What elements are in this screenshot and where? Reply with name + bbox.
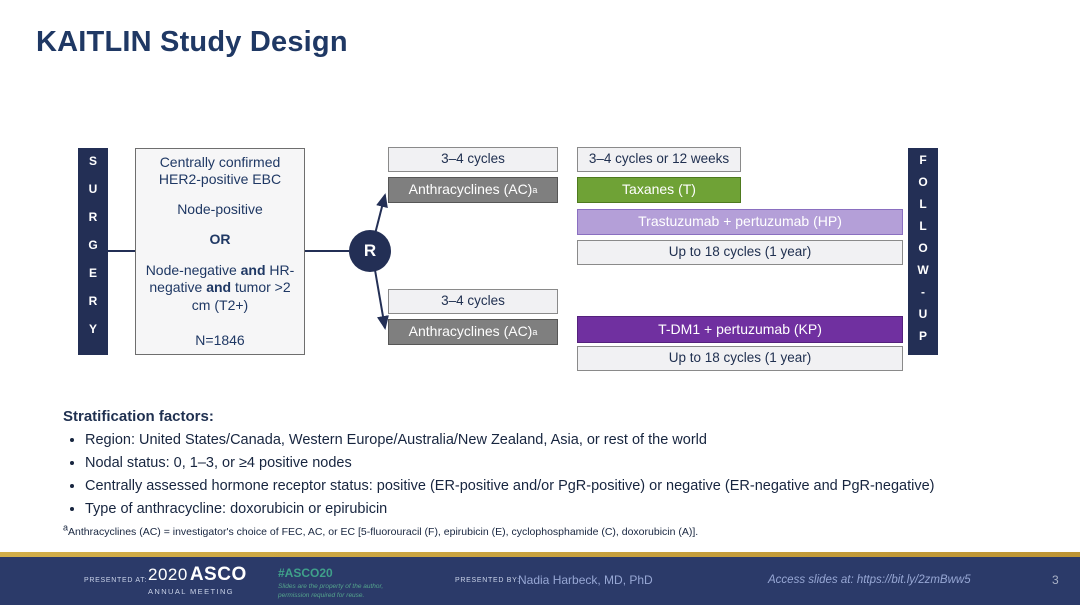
bottom-arm-anthracyclines-box: Anthracyclines (AC)a — [388, 319, 558, 345]
access-slides-link[interactable]: Access slides at: https://bit.ly/2zmBww5 — [768, 574, 971, 586]
stratification-bullet-nodal-status: Nodal status: 0, 1–3, or ≥4 positive nod… — [85, 455, 1058, 471]
stratification-bullet-region: Region: United States/Canada, Western Eu… — [85, 432, 1058, 448]
criteria-confirmed: Centrally confirmed HER2-positive EBC — [158, 153, 282, 188]
page-number: 3 — [1052, 573, 1059, 587]
hashtag-block: #ASCO20 Slides are the property of the a… — [278, 566, 383, 601]
kp-treatment-box: T-DM1 + pertuzumab (KP) — [577, 316, 903, 343]
taxanes-box: Taxanes (T) — [577, 177, 741, 203]
bottom-arm-cycles-box: 3–4 cycles — [388, 289, 558, 314]
presenter-name: Nadia Harbeck, MD, PhD — [518, 573, 653, 587]
hp-treatment-box: Trastuzumab + pertuzumab (HP) — [577, 209, 903, 235]
randomization-to-top-arm-arrow — [374, 193, 388, 235]
criteria-node-negative: Node-negative and HR-negative and tumor … — [145, 261, 295, 313]
followup-bar: FOLLOW-UP — [908, 148, 938, 355]
page-title: KAITLIN Study Design — [36, 26, 348, 58]
stratification-bullet-anthracycline-type: Type of anthracycline: doxorubicin or ep… — [85, 501, 1058, 517]
asco-logo-year: 2020 — [148, 565, 188, 584]
enrollment-count: N=1846 — [195, 332, 245, 348]
hp-cycles-box: Up to 18 cycles (1 year) — [577, 240, 903, 265]
stratification-section: Stratification factors: Region: United S… — [63, 408, 1058, 524]
footer-bar: PRESENTED AT: 2020 ASCO ANNUAL MEETING #… — [0, 557, 1080, 605]
patient-criteria-box: Centrally confirmed HER2-positive EBC No… — [135, 148, 305, 355]
asco-logo-subtitle: ANNUAL MEETING — [148, 587, 234, 596]
slides-disclaimer: Slides are the property of the author, p… — [278, 583, 384, 599]
presented-by-label: PRESENTED BY: — [455, 577, 520, 584]
taxanes-cycles-box: 3–4 cycles or 12 weeks — [577, 147, 741, 172]
hashtag-label: #ASCO20 — [278, 566, 333, 580]
top-arm-cycles-box: 3–4 cycles — [388, 147, 558, 172]
asco-logo: 2020 ASCO ANNUAL MEETING — [148, 564, 247, 596]
criteria-node-positive: Node-positive — [177, 200, 263, 217]
kp-cycles-box: Up to 18 cycles (1 year) — [577, 346, 903, 371]
criteria-or: OR — [209, 231, 231, 247]
footer-accent-line — [0, 552, 1080, 557]
footnote: aAnthracyclines (AC) = investigator's ch… — [63, 522, 699, 538]
presented-at-label: PRESENTED AT: — [84, 577, 148, 584]
stratification-bullet-hormone-receptor: Centrally assessed hormone receptor stat… — [85, 478, 1058, 494]
randomization-circle: R — [349, 230, 391, 272]
top-arm-anthracyclines-box: Anthracyclines (AC)a — [388, 177, 558, 203]
surgery-bar: SURGERY — [78, 148, 108, 355]
randomization-to-bottom-arm-arrow — [374, 269, 389, 330]
asco-logo-name: ASCO — [189, 564, 247, 585]
stratification-heading: Stratification factors: — [63, 408, 214, 425]
stratification-list: Region: United States/Canada, Western Eu… — [85, 432, 1058, 517]
